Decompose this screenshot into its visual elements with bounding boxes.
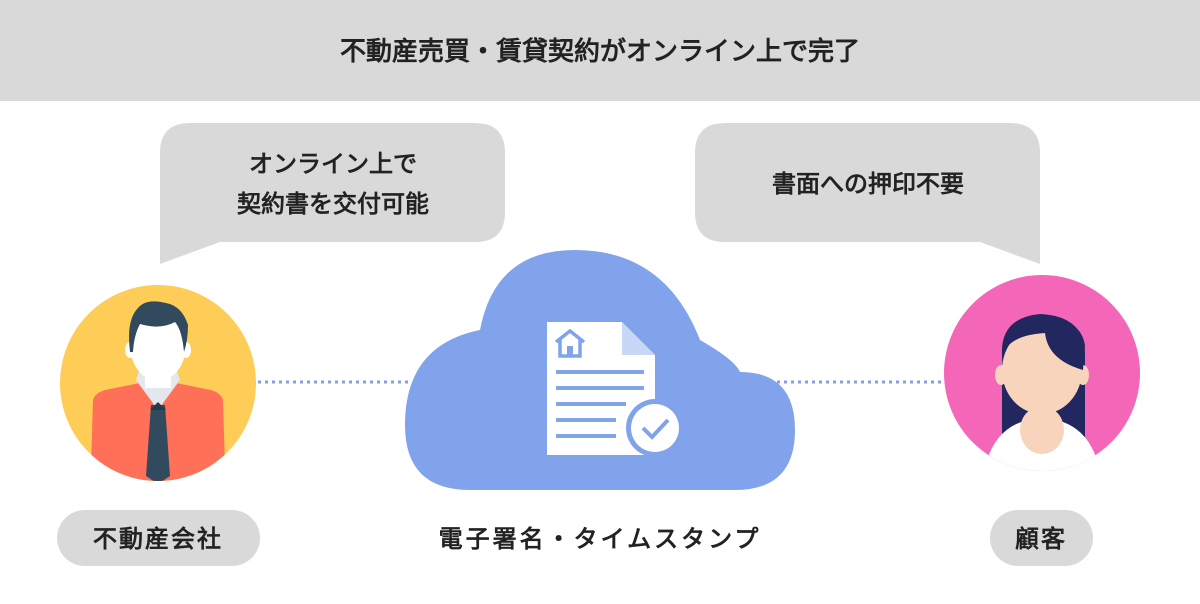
customer-label-pill bbox=[990, 510, 1093, 566]
agent-avatar bbox=[60, 285, 256, 481]
customer-label: 顧客 bbox=[1015, 525, 1067, 553]
speech-bubble-right: 書面への押印不要 bbox=[695, 123, 1040, 264]
bubble-left-line-2: 契約書を交付可能 bbox=[237, 190, 429, 218]
cloud-icon bbox=[405, 250, 795, 490]
bubble-left-line-1: オンライン上で bbox=[249, 150, 417, 178]
agent-label-pill bbox=[57, 510, 260, 566]
speech-bubble-left: オンライン上で 契約書を交付可能 bbox=[160, 123, 505, 264]
customer-avatar bbox=[944, 275, 1140, 471]
header-banner bbox=[0, 0, 1200, 101]
bubble-right-line-1: 書面への押印不要 bbox=[772, 170, 964, 198]
center-label: 電子署名・タイムスタンプ bbox=[439, 525, 762, 553]
header-title: 不動産売買・賃貸契約がオンライン上で完了 bbox=[340, 36, 860, 67]
check-circle-icon bbox=[626, 399, 684, 457]
agent-label: 不動産会社 bbox=[93, 525, 223, 553]
